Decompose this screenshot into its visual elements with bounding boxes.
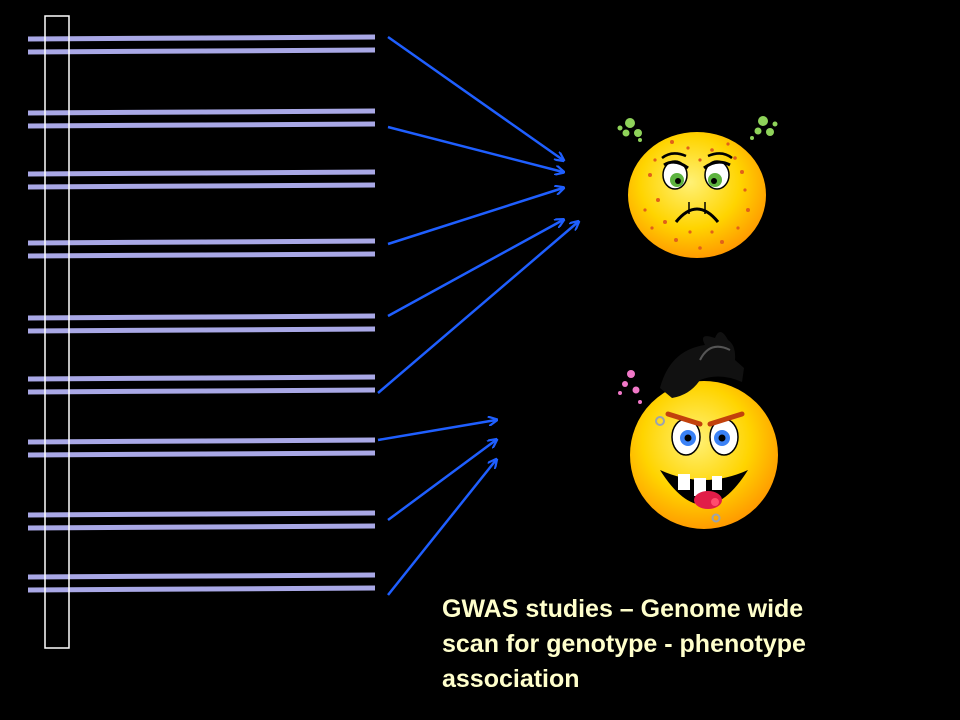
chromosome-strand-3a xyxy=(27,169,376,177)
chromosome-strand-7a xyxy=(27,437,376,445)
sick-face-icon xyxy=(617,116,778,260)
chromosome-strand-9b xyxy=(27,585,376,593)
caption-line-3: association xyxy=(442,665,580,693)
chromosome-strand-4b xyxy=(27,251,376,259)
chromosome-strand-8a xyxy=(27,510,376,518)
association-arrow-2 xyxy=(387,125,563,172)
association-arrow-8 xyxy=(387,460,496,596)
chromosome-strand-3b xyxy=(27,182,376,190)
chromosome-strand-5a xyxy=(27,313,376,321)
chromosome-group xyxy=(27,34,376,593)
caption-text: GWAS studies – Genome wide scan for geno… xyxy=(442,592,942,697)
crazy-face-icon xyxy=(618,331,780,531)
association-arrow-4 xyxy=(387,220,563,318)
chromosome-strand-7b xyxy=(27,450,376,458)
chromosome-strand-9a xyxy=(27,572,376,580)
chromosome-strand-1a xyxy=(27,34,376,42)
association-arrow-7 xyxy=(387,440,496,522)
association-arrow-6 xyxy=(377,420,496,442)
chromosome-strand-2b xyxy=(27,121,376,129)
association-arrow-5 xyxy=(377,222,578,394)
chromosome-strand-1b xyxy=(27,47,376,55)
caption-line-2: scan for genotype - phenotype xyxy=(442,630,806,658)
association-arrows xyxy=(377,35,578,596)
chromosome-strand-4a xyxy=(27,238,376,246)
chromosome-strand-5b xyxy=(27,326,376,334)
association-arrow-1 xyxy=(387,35,563,160)
caption-line-1: GWAS studies – Genome wide xyxy=(442,595,804,623)
chromosome-strand-8b xyxy=(27,523,376,531)
chromosome-strand-6a xyxy=(27,374,376,382)
chromosome-strand-2a xyxy=(27,108,376,116)
snp-scan-window xyxy=(44,15,70,649)
chromosome-strand-6b xyxy=(27,387,376,395)
association-arrow-3 xyxy=(387,188,563,246)
